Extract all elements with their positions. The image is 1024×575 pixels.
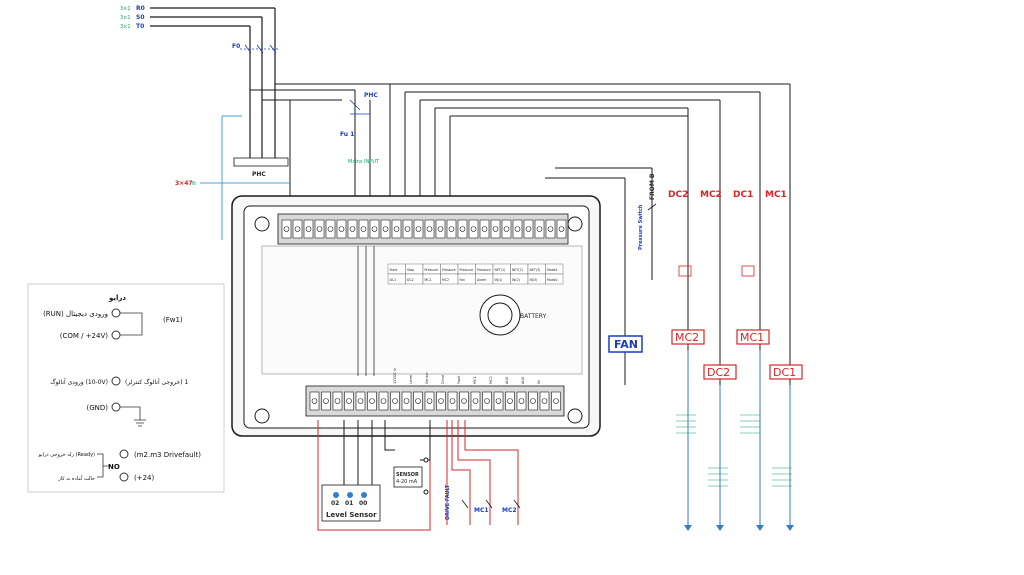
phc-block-label: PHC	[252, 171, 266, 178]
io-table-cell: MC1	[425, 278, 432, 282]
distribution-wires	[250, 83, 791, 525]
io-table-cell: NET(3)	[530, 268, 541, 272]
drive-row-1-left: (RUN) ورودی دیجیتال	[43, 310, 108, 318]
phase-t-label: T0	[136, 23, 144, 30]
drive-row-3-left: ورودی آنالوگ (0-10V)	[50, 377, 108, 386]
drive-row-3-right: (خروجی آنالوگ کنترلر) 1	[125, 377, 188, 386]
fan-box: FAN	[608, 335, 643, 353]
bottom-io-label: Fault	[457, 375, 461, 384]
interlock-mc1: MC1	[765, 190, 787, 200]
io-table-cell: Pressure	[442, 268, 456, 272]
phase-r-prefix: 3×1	[120, 6, 131, 12]
sensor-label: SENSOR	[396, 472, 419, 478]
interlock-mc2: MC2	[700, 190, 722, 200]
mc2-contact: MC2	[502, 507, 517, 514]
drive-row-5-right: (m2.m3 Drivefault)	[134, 451, 201, 459]
io-table-cell: NET(2)	[512, 268, 523, 272]
drive-fault-contact: DRIVE FAULT	[445, 484, 451, 520]
drive-panel-title: درایو	[108, 294, 126, 302]
controller: BATTERY	[231, 195, 601, 437]
bottom-terminal-block	[309, 391, 561, 411]
coil-dc2: DC2	[707, 366, 730, 379]
bottom-io-label: AUX	[505, 376, 509, 384]
io-table-cell: MC2	[442, 278, 449, 282]
bottom-io-label: MC2	[489, 376, 493, 384]
drive-row-4-left: (GND)	[86, 404, 108, 412]
fault-contacts: DRIVE FAULT MC1 MC2	[445, 484, 521, 520]
bottom-io-label: Level	[409, 375, 413, 384]
phase-t-prefix: 3×1	[120, 24, 131, 30]
pressure-switch	[647, 203, 657, 240]
io-table-cell: Mode1	[547, 268, 558, 272]
mc1-contact: MC1	[474, 507, 489, 514]
bottom-io-label: MC1	[473, 376, 477, 384]
drive-row-6-left: حالت آماده به کار	[57, 475, 95, 482]
interlock-dc2: DC2	[668, 190, 688, 200]
lower-wires	[317, 420, 519, 531]
contactor-coils: MC2 DC2 MC1 DC1	[671, 329, 803, 380]
phc-block: PHC	[233, 157, 289, 178]
level-terminal-01: 01	[345, 500, 353, 507]
io-table-cell: DC2	[407, 278, 414, 282]
coil-mc1: MC1	[740, 331, 764, 344]
coil-dc1: DC1	[773, 366, 796, 379]
phase-s-label: S0	[136, 14, 145, 21]
phase-r-label: R0	[136, 5, 145, 12]
io-table-cell: IN(3)	[530, 278, 538, 282]
top-terminal-block	[281, 219, 567, 239]
interlock-dc1: DC1	[733, 190, 753, 200]
drive-row-5-left: رله خروجی درایو (Ready)	[38, 452, 95, 458]
io-table-cell: NET(1)	[495, 268, 506, 272]
level-sensor-label: Level Sensor	[326, 511, 377, 519]
phc-relay	[349, 99, 370, 115]
main-breaker	[240, 44, 280, 54]
fu1-label: Fu 1	[340, 131, 354, 138]
output-arrows	[684, 525, 794, 531]
pressure-switch-label: Pressure Switch	[638, 204, 644, 250]
bottom-io-label: AUX	[521, 376, 525, 384]
battery-label: BATTERY	[520, 313, 547, 320]
io-table-cell: Pressure	[477, 268, 491, 272]
relay-tag: NO	[108, 463, 120, 471]
drive-row-6-right: (+24)	[134, 474, 155, 482]
bottom-io-label: Sensor	[425, 371, 429, 384]
io-table-cell: IN(2)	[512, 278, 520, 282]
sensor-420: SENSOR 4-20 mA	[393, 457, 429, 495]
phc-label: PHC	[364, 92, 378, 99]
pressure-switch-from: FROM B	[649, 173, 656, 200]
input-voltage-label: 3×47	[175, 180, 193, 187]
coil-mc2: MC2	[675, 331, 699, 344]
input-n-label: N	[192, 181, 196, 187]
drive-row-1-right: (Fw1)	[163, 316, 183, 324]
fan-label: FAN	[614, 338, 638, 351]
sensor-sublabel: 4-20 mA	[396, 479, 418, 485]
io-table-cell: Pressure	[460, 268, 474, 272]
controller-bottom-io-labels: 12VDC In Level Sensor Drive Fault MC1 MC2 AUX AU…	[393, 368, 541, 384]
io-table-cell: Fan	[460, 278, 466, 282]
io-table-cell: DC1	[390, 278, 397, 282]
io-table-cell: Alarm	[477, 278, 486, 282]
drive-row-2-left: (COM / +24V)	[60, 332, 109, 340]
level-terminal-02: 02	[331, 500, 339, 507]
io-table-cell: Start	[390, 268, 399, 272]
bottom-io-label: Drive	[441, 375, 445, 384]
contactor-aux-contacts	[676, 414, 792, 487]
mains-input-label: Mains INPUT	[348, 159, 380, 165]
io-table-cell: Stop	[407, 268, 414, 272]
phase-s-prefix: 3×1	[120, 15, 131, 21]
overload-relays	[678, 265, 755, 277]
interlock-contacts: DC2 MC2 DC1 MC1	[668, 190, 787, 200]
io-table-cell: IN(1)	[495, 278, 503, 282]
bottom-io-label: 12VDC In	[393, 368, 397, 384]
output-wires	[687, 350, 791, 525]
io-table-cell: Mode2	[547, 278, 558, 282]
bottom-io-label: IN	[537, 380, 541, 384]
io-table-cell: Pressure	[425, 268, 439, 272]
level-sensor: 02 01 00 Level Sensor	[321, 484, 381, 522]
supply-lines	[150, 7, 276, 165]
breaker-label: F0	[232, 43, 240, 50]
level-terminal-00: 00	[359, 500, 367, 507]
